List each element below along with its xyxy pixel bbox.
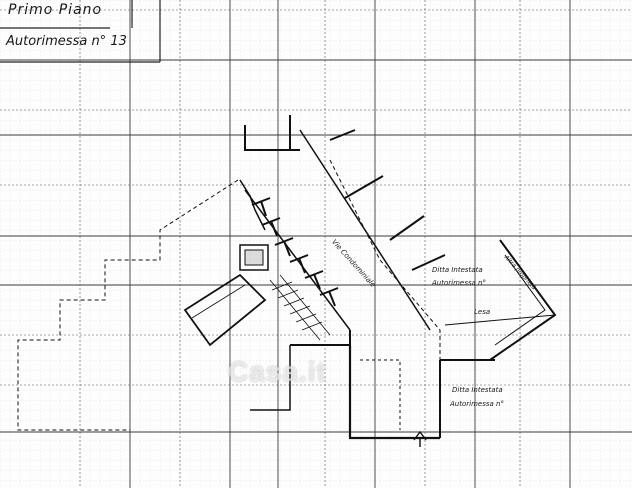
lane-label: Lesa	[474, 308, 491, 316]
owner-north-label: Ditta Intestata	[432, 266, 483, 274]
owner-south-label: Ditta Intestata	[452, 386, 503, 394]
unit-title: Autorimessa n° 13	[6, 34, 127, 49]
floor-title: Primo Piano	[8, 2, 103, 18]
watermark-logo: Casa.it	[228, 356, 327, 387]
owner-south-sub: Autorimessa n°	[450, 400, 504, 408]
owner-north-sub: Autorimessa n°	[432, 279, 486, 287]
building-outline	[17, 115, 557, 447]
